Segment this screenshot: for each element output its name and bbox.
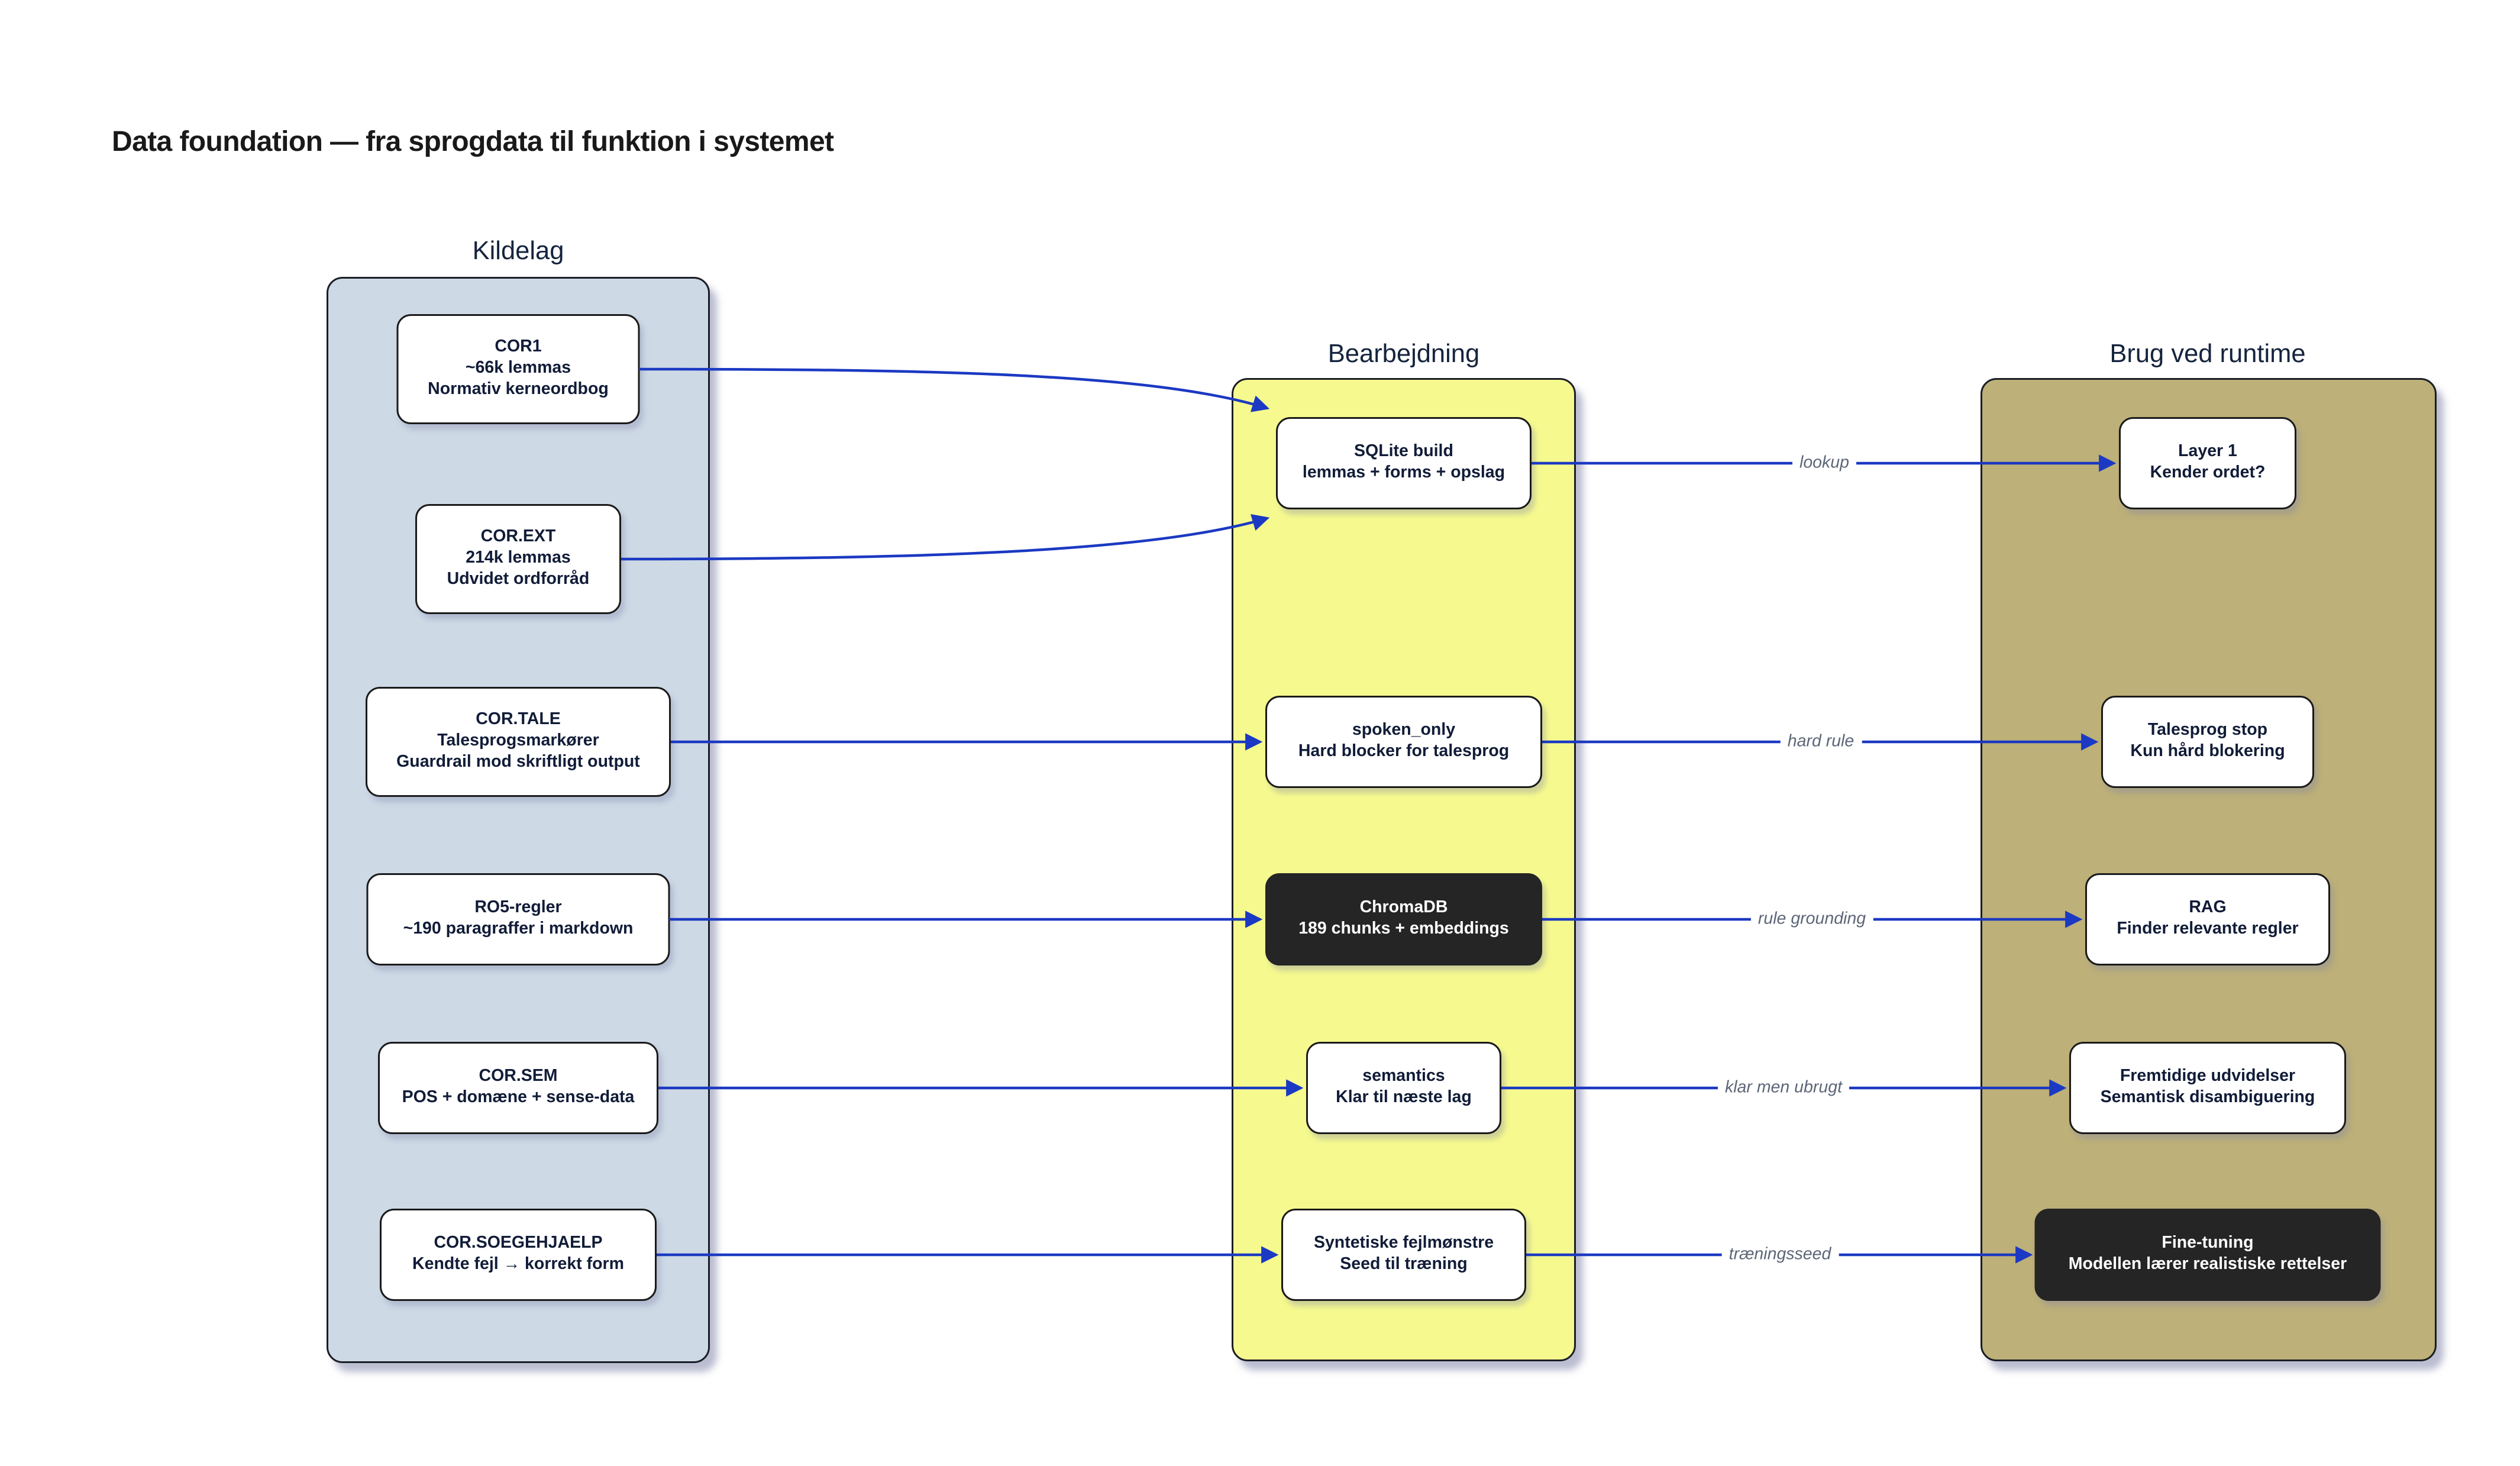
column-header-bearbejdning: Bearbejdning	[1327, 341, 1480, 369]
node-rag: RAG Finder relevante regler	[2085, 873, 2330, 966]
node-talesprog-stop: Talesprog stop Kun hård blokering	[2101, 696, 2314, 788]
node-cor-tale: COR.TALE Talesprogsmarkører Guardrail mo…	[366, 687, 671, 797]
column-header-runtime: Brug ved runtime	[2109, 341, 2306, 369]
node-cor-ext: COR.EXT 214k lemmas Udvidet ordforråd	[415, 504, 621, 614]
node-cor1: COR1 ~66k lemmas Normativ kerneordbog	[396, 314, 640, 424]
edge-label-klar-men-ubrugt: klar men ubrugt	[1717, 1078, 1850, 1098]
column-header-kildelag: Kildelag	[472, 238, 564, 266]
node-sqlite-build: SQLite build lemmas + forms + opslag	[1276, 417, 1532, 509]
column-kildelag	[327, 277, 710, 1363]
edge-label-hard-rule: hard rule	[1780, 732, 1862, 752]
node-spoken-only: spoken_only Hard blocker for talesprog	[1265, 696, 1542, 788]
edge-cor1-to-sqlite	[638, 367, 1270, 412]
node-layer-1: Layer 1 Kender ordet?	[2119, 417, 2296, 509]
column-bearbejdning	[1232, 378, 1576, 1361]
edge-corext-to-sqlite	[621, 514, 1270, 561]
node-cor-soegehjaelp: COR.SOEGEHJAELP Kendte fejl → korrekt fo…	[380, 1209, 657, 1301]
column-runtime	[1981, 378, 2437, 1361]
node-ro5-regler: RO5-regler ~190 paragraffer i markdown	[366, 873, 670, 966]
node-semantics: semantics Klar til næste lag	[1306, 1042, 1501, 1134]
page-title: Data foundation — fra sprogdata til funk…	[112, 128, 834, 158]
node-syntetiske: Syntetiske fejlmønstre Seed til træning	[1281, 1209, 1526, 1301]
edge-label-lookup: lookup	[1792, 453, 1856, 473]
edge-label-traeningsseed: træningsseed	[1721, 1245, 1839, 1265]
edge-label-rule-grounding: rule grounding	[1750, 909, 1873, 929]
node-fremtidige: Fremtidige udvidelser Semantisk disambig…	[2069, 1042, 2346, 1134]
node-fine-tuning: Fine-tuning Modellen lærer realistiske r…	[2034, 1209, 2381, 1301]
node-chromadb: ChromaDB 189 chunks + embeddings	[1265, 873, 1542, 966]
node-cor-sem: COR.SEM POS + domæne + sense-data	[378, 1042, 658, 1134]
